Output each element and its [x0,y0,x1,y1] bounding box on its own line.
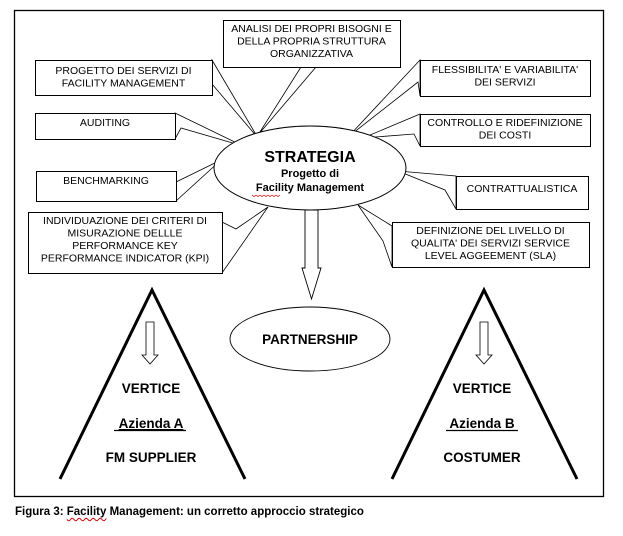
box-sla-line: QUALITA' DEI SERVIZI SERVICE [411,238,570,250]
connector-kpi [221,206,269,275]
box-sla-line: LEVEL AGGEEMENT (SLA) [425,250,556,262]
connector-auditing [174,112,244,147]
box-kpi-line: PERFORMANCE KEY [72,240,178,252]
strategy-subtitle-2: Facility Management [256,182,365,194]
partnership-label: PARTNERSHIP [262,332,358,347]
connector-progetto [211,58,259,139]
caption-prefix: Figura 3: [15,506,67,518]
down-arrow-main [301,209,322,301]
box-auditing-frame [35,113,176,140]
pyramid-a-line1: VERTICE [122,381,181,396]
pyramid-b: VERTICE Azienda B COSTUMER [390,286,579,480]
pyramid-a-line3: FM SUPPLIER [106,450,197,465]
box-contrattualistica-line: CONTRATTUALISTICA [467,183,578,195]
box-contrattualistica: CONTRATTUALISTICA [456,176,589,210]
pyramid-a: VERTICE Azienda A FM SUPPLIER [58,286,247,480]
figure-caption: Figura 3: Facility Management: un corret… [15,506,364,518]
box-kpi-line: PERFORMANCE INDICATOR (KPI) [41,253,209,265]
figure-frame [13,9,605,498]
box-kpi-line: INDIVIDUAZIONE DEI CRITERI DI [43,215,207,227]
connector-sla [357,204,393,268]
box-auditing: AUDITING [35,113,176,140]
pyramid-b-outline [390,286,579,480]
pyramid-a-line2: Azienda A [119,416,184,431]
connector-analisi [257,66,317,136]
box-benchmarking: BENCHMARKING [36,171,177,202]
pyramid-b-line1: VERTICE [453,381,512,396]
box-analisi-line: DELLA PROPRIA STRUTTURA [237,36,386,48]
box-auditing-line: AUDITING [80,117,130,129]
box-contrattualistica-frame [456,176,589,210]
pyramid-b-line2: Azienda B [449,416,515,431]
caption-suffix: Management: un corretto approccio strate… [106,506,364,518]
pyramid-a-outline [58,286,247,480]
box-analisi-line: ORGANIZZATIVA [270,48,353,60]
box-controllo-line: DEI COSTI [479,130,532,142]
box-analisi-frame [223,20,401,68]
box-flessibilita-line: DEI SERVIZI [474,77,535,89]
box-controllo-line: CONTROLLO E RIDEFINIZIONE [427,117,582,129]
box-sla-line: DEFINIZIONE DEL LIVELLO DI [416,225,564,237]
pyramid-b-line3: COSTUMER [443,450,521,465]
caption-misspelled-word: Facility [66,506,107,518]
box-kpi-frame [28,212,223,274]
box-benchmarking-line: BENCHMARKING [63,175,149,187]
box-benchmarking-frame [36,171,177,202]
box-progetto-line: PROGETTO DEI SERVIZI DI [55,65,191,77]
box-sla-frame [392,222,590,268]
facility-word: Facility [256,182,295,194]
connector-contrattualistica [397,170,457,211]
box-progetto-line: FACILITY MANAGEMENT [62,78,186,90]
box-flessibilita-line: FLESSIBILITA' E VARIABILITA' [432,64,578,76]
management-word: Management [294,182,365,194]
box-flessibilita: FLESSIBILITA' E VARIABILITA'DEI SERVIZI [420,60,591,97]
box-progetto-frame [35,60,213,96]
pyramid-a-arrow [141,321,159,365]
box-analisi-line: ANALISI DEI PROPRI BISOGNI E [231,23,391,35]
partnership-ellipse [229,306,391,372]
box-kpi: INDIVIDUAZIONE DEI CRITERI DIMISURAZIONE… [28,212,223,274]
strategy-title: STRATEGIA [264,149,356,166]
box-controllo-frame [420,114,591,147]
pyramid-b-arrow [475,321,493,365]
box-flessibilita-frame [420,60,591,97]
strategy-subtitle-1: Progetto di [281,168,339,180]
spellcheck-squiggle-center [251,194,281,197]
box-kpi-line: MISURAZIONE DELLLE [68,228,183,240]
